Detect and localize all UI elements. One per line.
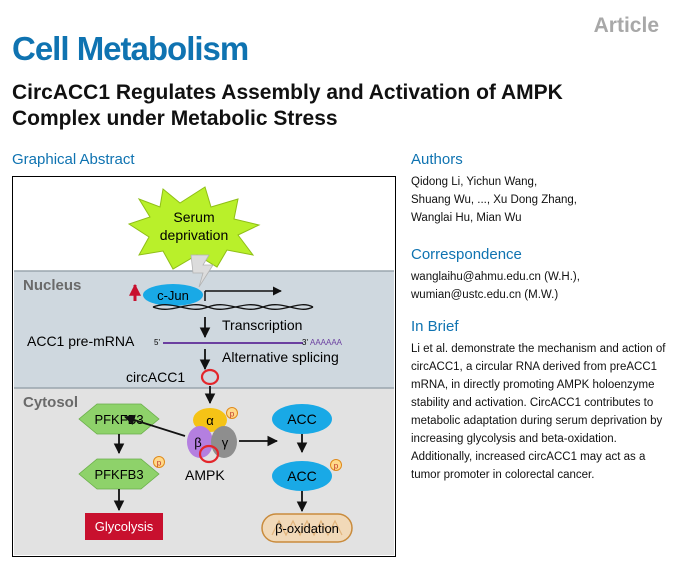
acc-phospho-icon (330, 459, 342, 471)
authors-line: Wanglai Hu, Mian Wu (411, 212, 522, 224)
pfkfb3-top-label: PFKFB3 (94, 412, 143, 427)
five-prime-label: 5' (154, 338, 160, 347)
ampk-alpha-subunit (193, 408, 227, 432)
three-prime-label: 3' (302, 338, 308, 347)
in-brief-heading: In Brief (411, 318, 459, 335)
acc-bottom-label: ACC (287, 468, 317, 484)
pre-mrna-label: ACC1 pre-mRNA (27, 333, 135, 349)
correspondence-email[interactable]: wanglaihu@ahmu.edu.cn (W.H.), (411, 271, 580, 283)
nucleus-label: Nucleus (23, 277, 81, 294)
ampk-phospho-icon (226, 407, 238, 419)
authors-line: Qidong Li, Yichun Wang, (411, 176, 538, 188)
circacc1-label: circACC1 (126, 369, 185, 385)
in-brief-text: Li et al. demonstrate the mechanism and … (411, 343, 666, 481)
serum-deprivation-burst-shape (127, 186, 261, 270)
graphical-abstract-diagram: Serum deprivation Nucleus c-Jun Transcri… (14, 186, 394, 555)
ampk-phospho-label: p (230, 410, 235, 419)
cjun-label: c-Jun (157, 288, 189, 303)
mitochondrion-shape (261, 513, 353, 543)
pfkfb3-top-shape (78, 403, 160, 435)
ampk-gamma-label: γ (222, 435, 229, 450)
acc-phospho-label: p (334, 462, 339, 471)
glycolysis-label: Glycolysis (95, 519, 154, 534)
correspondence-heading: Correspondence (411, 246, 522, 263)
ampk-beta-subunit (187, 426, 213, 458)
serum-label: Serum (173, 209, 214, 225)
polya-tail-label: AAAAAA (310, 338, 343, 347)
phospho-label: p (157, 459, 162, 468)
acc-top-label: ACC (287, 411, 317, 427)
deprivation-label: deprivation (160, 227, 229, 243)
authors-section: Authors Qidong Li, Yichun Wang, Shuang W… (411, 151, 673, 227)
acc-top-shape (272, 404, 332, 434)
graphical-abstract-heading: Graphical Abstract (12, 151, 135, 168)
ampk-circacc1-ring-icon (198, 444, 220, 464)
in-brief-section: In Brief Li et al. demonstrate the mecha… (411, 318, 673, 484)
correspondence-section: Correspondence wanglaihu@ahmu.edu.cn (W.… (411, 246, 673, 304)
journal-name: Cell Metabolism (12, 30, 249, 67)
beta-oxidation-label: β-oxidation (275, 521, 339, 536)
pfkfb3-bottom-shape (78, 458, 160, 490)
authors-line: Shuang Wu, ..., Xu Dong Zhang, (411, 194, 578, 206)
lightning-bolt-icon (190, 254, 214, 288)
acc-bottom-shape (272, 461, 332, 491)
ampk-beta-label: β (194, 435, 201, 450)
pfkfb3-bottom-label: PFKFB3 (94, 467, 143, 482)
cytosol-label: Cytosol (23, 394, 78, 411)
glycolysis-box (85, 513, 163, 540)
splicing-label: Alternative splicing (222, 349, 339, 365)
ampk-alpha-label: α (206, 413, 214, 428)
ampk-label: AMPK (185, 467, 225, 483)
mitochondrion-cristae (271, 519, 343, 537)
circacc1-ring-icon (200, 368, 220, 386)
dna-helix-strand (152, 304, 314, 310)
cjun-shape (143, 284, 203, 306)
article-label: Article (593, 14, 659, 37)
correspondence-email[interactable]: wumian@ustc.edu.cn (M.W.) (411, 289, 559, 301)
graphical-abstract: Serum deprivation Nucleus c-Jun Transcri… (12, 176, 396, 557)
ampk-to-pfkfb3-arrow (123, 414, 186, 437)
authors-heading: Authors (411, 151, 463, 168)
phospho-icon (153, 456, 165, 468)
transcription-label: Transcription (222, 317, 302, 333)
article-title: CircACC1 Regulates Assembly and Activati… (12, 81, 563, 130)
